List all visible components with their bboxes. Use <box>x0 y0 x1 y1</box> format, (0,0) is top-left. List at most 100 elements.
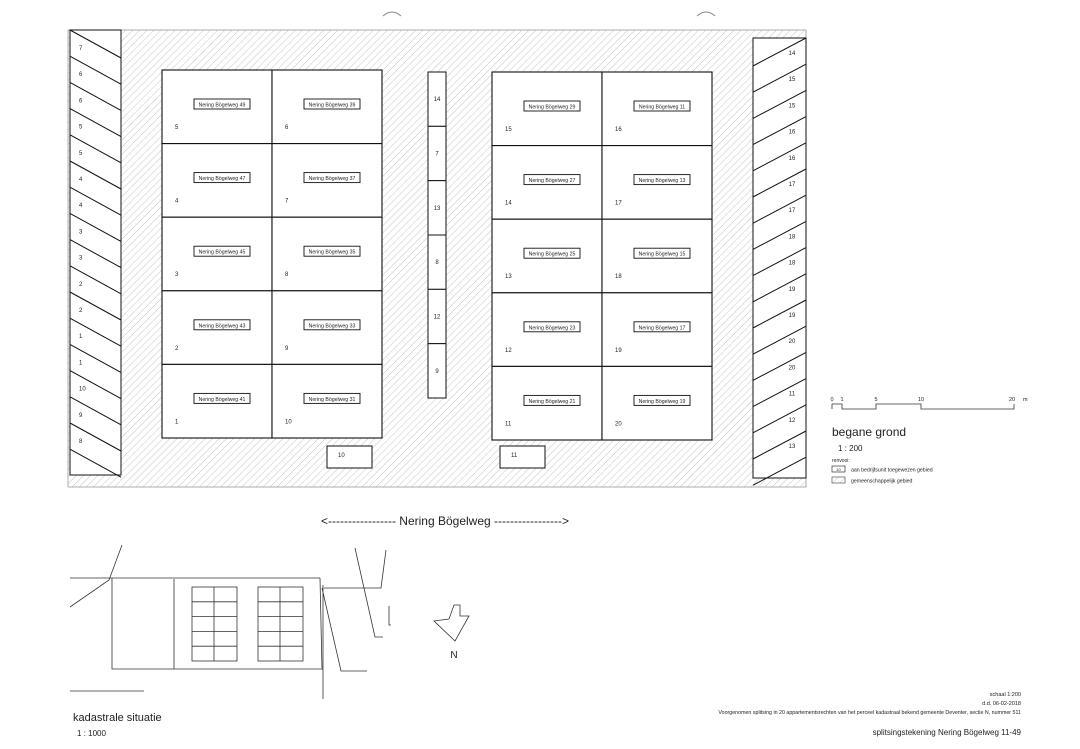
unit-number: 1 <box>175 419 179 425</box>
parking-slot-number: 1 <box>79 360 83 366</box>
unit-number: 9 <box>285 346 289 352</box>
address-label-box <box>193 172 251 184</box>
parking-slot-number: 6 <box>79 72 83 78</box>
parking-slot-number: 12 <box>789 418 796 424</box>
address-label: Nering Bögelweg 33 <box>309 323 356 329</box>
address-label-box <box>303 172 361 184</box>
parking-slot-divider <box>752 194 807 224</box>
footer-title: splitsingstekening Nering Bögelweg 11-49 <box>873 728 1022 737</box>
scale-tick-label: 5 <box>874 397 877 403</box>
storage-box-number: 11 <box>511 453 518 459</box>
address-label: Nering Bögelweg 27 <box>529 178 576 184</box>
middle-slot <box>427 343 447 399</box>
parking-slot-number: 13 <box>789 444 796 450</box>
scale-bar <box>831 403 1015 410</box>
address-label: Nering Bögelweg 29 <box>529 105 576 111</box>
parking-slot-number: 5 <box>79 125 83 131</box>
parking-slot-divider <box>752 378 807 408</box>
parking-slot-divider <box>752 404 807 434</box>
legend-swatch-common <box>831 476 846 484</box>
storage-box <box>326 445 373 469</box>
unit-number: 4 <box>175 199 179 205</box>
parking-slot-number: 16 <box>789 130 796 136</box>
parking-slot-number: 20 <box>789 339 796 345</box>
unit-number: 6 <box>285 125 289 131</box>
unit-number: 12 <box>505 348 512 354</box>
unit-number: 5 <box>175 125 179 131</box>
footer-scale: schaal 1:200 <box>990 692 1021 698</box>
unit-number: 13 <box>505 274 512 280</box>
parking-slot-number: 3 <box>79 229 83 235</box>
parking-slot-number: 20 <box>789 365 796 371</box>
parking-slot-number: 19 <box>789 287 796 293</box>
address-label-box <box>523 321 581 333</box>
parking-slot-number: 2 <box>79 282 83 288</box>
parking-slot-divider <box>752 325 807 355</box>
middle-slot-number: 7 <box>435 152 439 158</box>
address-label: Nering Bögelweg 11 <box>639 105 685 111</box>
footer-description: Voorgenomen splitsing in 20 appartements… <box>718 710 1021 716</box>
parking-slot-number: 4 <box>79 177 83 183</box>
parking-slot-divider <box>69 29 122 59</box>
parking-slot-divider <box>752 299 807 329</box>
storage-box <box>499 445 546 469</box>
parking-slot-divider <box>69 265 122 295</box>
unit-number: 19 <box>615 348 622 354</box>
unit-number: 10 <box>285 419 292 425</box>
scale-tick-label: 10 <box>918 397 924 403</box>
parking-slot-number: 10 <box>79 387 86 393</box>
top-mark-left <box>382 11 402 17</box>
parking-slot-number: 18 <box>789 261 796 267</box>
parking-slot-divider <box>752 63 807 93</box>
site-plan-title: kadastrale situatie <box>73 712 162 724</box>
parking-slot-divider <box>69 239 122 269</box>
parking-slot-number: 17 <box>789 182 796 188</box>
parking-slot-number: 15 <box>789 103 796 109</box>
middle-slot-number: 13 <box>434 206 441 212</box>
north-arrow-icon <box>433 604 470 642</box>
parking-slot-number: 3 <box>79 256 83 262</box>
parking-slot-divider <box>69 370 122 400</box>
parking-slot-divider <box>69 81 122 111</box>
address-label: Nering Bögelweg 21 <box>529 399 576 405</box>
parking-slot-number: 9 <box>79 413 83 419</box>
address-label-box <box>193 245 251 257</box>
parking-slot-divider <box>69 343 122 373</box>
parking-slot-divider <box>752 430 807 460</box>
address-label-box <box>303 245 361 257</box>
parking-slot-divider <box>69 55 122 85</box>
parking-slot-number: 14 <box>789 51 796 57</box>
parking-slot-number: 16 <box>789 156 796 162</box>
parking-slot-number: 6 <box>79 98 83 104</box>
address-label: Nering Bögelweg 13 <box>639 178 686 184</box>
parking-slot-number: 18 <box>789 234 796 240</box>
address-label-box <box>633 394 691 406</box>
address-label: Nering Bögelweg 47 <box>199 176 246 182</box>
address-label: Nering Bögelweg 23 <box>529 325 576 331</box>
legend-swatch-unit <box>831 465 846 473</box>
address-label-box <box>193 392 251 404</box>
address-label: Nering Bögelweg 37 <box>309 176 356 182</box>
top-mark-right <box>696 11 716 17</box>
parking-slot-divider <box>752 220 807 250</box>
address-label: Nering Bögelweg 45 <box>199 250 246 256</box>
unit-number: 20 <box>615 421 622 427</box>
address-label-box <box>633 321 691 333</box>
address-label: Nering Bögelweg 35 <box>309 250 356 256</box>
parking-slot-divider <box>752 142 807 172</box>
cadastral-site-plan <box>69 544 470 699</box>
middle-slot-number: 9 <box>435 369 439 375</box>
legend-item-text: aan bedrijfsunit toegewezen gebied <box>851 468 933 474</box>
address-label-box <box>523 174 581 186</box>
parking-slot-divider <box>69 134 122 164</box>
address-label: Nering Bögelweg 43 <box>199 323 246 329</box>
address-label: Nering Bögelweg 31 <box>309 397 356 403</box>
unit-number: 18 <box>615 274 622 280</box>
parking-slot-divider <box>69 160 122 190</box>
floor-title: begane grond <box>832 425 906 439</box>
